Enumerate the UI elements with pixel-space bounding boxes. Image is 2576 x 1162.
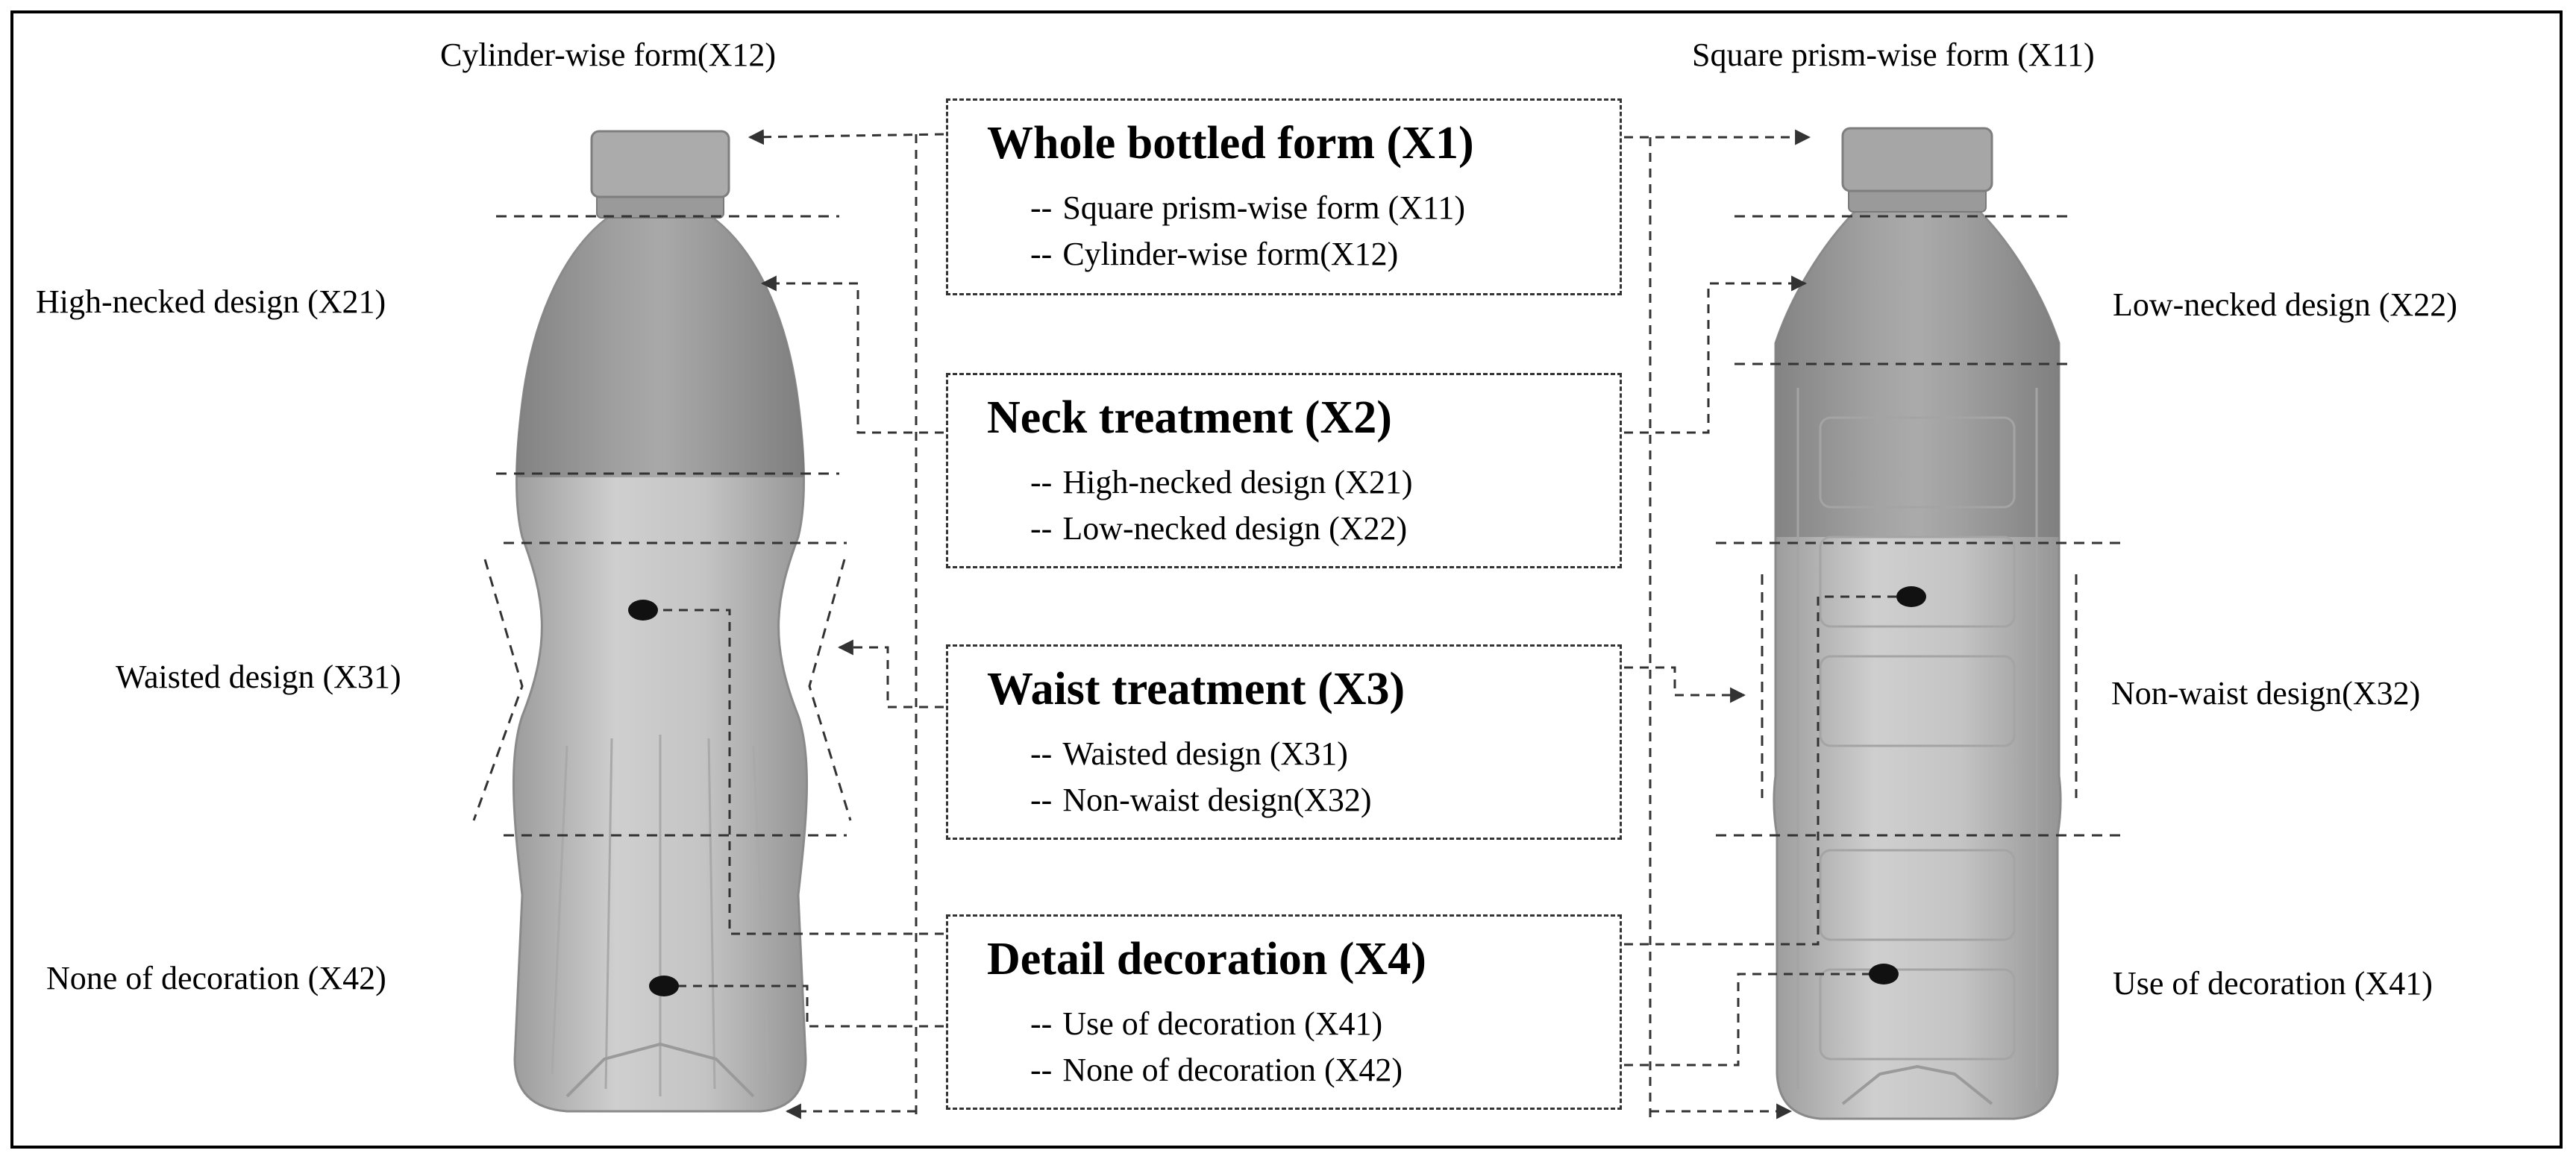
left-decoration-label: None of decoration (X42) xyxy=(46,960,386,996)
right-waist-label: Non-waist design(X32) xyxy=(2111,675,2421,712)
box-title: Detail decoration (X4) xyxy=(987,934,1426,984)
box-title: Whole bottled form (X1) xyxy=(987,118,1474,169)
marker-left-waist xyxy=(628,600,658,621)
box-item: --Cylinder-wise form(X12) xyxy=(1030,236,1399,272)
marker-right-decoration xyxy=(1869,964,1899,984)
left-bottle-shoulder xyxy=(515,215,805,477)
marker-left-decoration xyxy=(649,976,679,996)
left-bottle xyxy=(512,130,809,1113)
box-item: --High-necked design (X21) xyxy=(1030,464,1413,500)
box-waist-treatment: Waist treatment (X3) --Waisted design (X… xyxy=(946,644,1622,840)
left-neck-label: High-necked design (X21) xyxy=(36,283,386,320)
marker-right-waist xyxy=(1896,586,1926,607)
box-neck-treatment: Neck treatment (X2) --High-necked design… xyxy=(946,373,1622,568)
box-whole-bottled-form: Whole bottled form (X1) --Square prism-w… xyxy=(946,98,1622,295)
box-item: --Non-waist design(X32) xyxy=(1030,782,1372,818)
right-neck-label: Low-necked design (X22) xyxy=(2113,286,2457,323)
left-bottle-top-label: Cylinder-wise form(X12) xyxy=(440,37,777,73)
box-title: Waist treatment (X3) xyxy=(987,664,1405,715)
zone-separators xyxy=(472,215,2122,837)
left-bottle-ribs xyxy=(551,735,770,1096)
box-title: Neck treatment (X2) xyxy=(987,392,1392,443)
right-bottle-base xyxy=(1841,1064,1993,1105)
right-bottle-top-label: Square prism-wise form (X11) xyxy=(1692,37,2095,73)
box-detail-decoration: Detail decoration (X4) --Use of decorati… xyxy=(946,914,1622,1110)
box-item: --Waisted design (X31) xyxy=(1030,735,1348,772)
box-item: --Use of decoration (X41) xyxy=(1030,1005,1383,1042)
marker-dots xyxy=(628,586,1926,996)
box-item: --Square prism-wise form (X11) xyxy=(1030,189,1465,226)
right-bottle-panels xyxy=(1796,388,2038,1089)
figure-frame xyxy=(10,10,2563,1149)
connectors xyxy=(656,129,1899,1119)
right-bottle-cap xyxy=(1841,127,1993,192)
right-decoration-label: Use of decoration (X41) xyxy=(2113,965,2433,1002)
box-item: --Low-necked design (X22) xyxy=(1030,510,1408,547)
left-bottle-cap xyxy=(590,130,730,198)
right-bottle xyxy=(1773,127,2062,1120)
left-bottle-base xyxy=(565,1042,755,1098)
left-waist-label: Waisted design (X31) xyxy=(116,659,401,695)
box-item: --None of decoration (X42) xyxy=(1030,1052,1403,1088)
right-bottle-shoulder xyxy=(1776,209,2059,537)
